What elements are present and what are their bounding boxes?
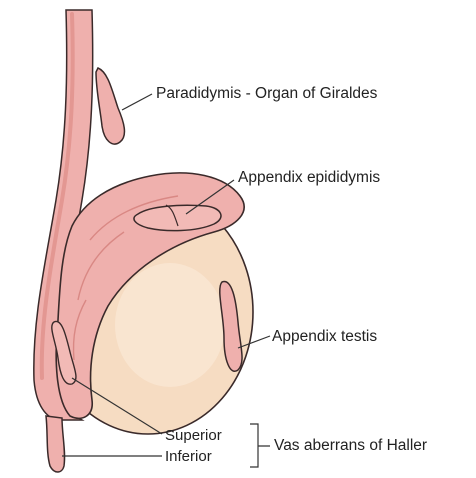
vas-aberrans-bracket <box>250 424 270 467</box>
label-inferior: Inferior <box>165 449 212 464</box>
leader-paradidymis <box>122 94 152 110</box>
paradidymis-shape <box>96 68 124 144</box>
label-paradidymis: Paradidymis - Organ of Giraldes <box>156 86 377 102</box>
label-appendix-testis: Appendix testis <box>272 329 377 345</box>
vas-aberrans-inferior-shape <box>46 416 65 472</box>
label-appendix-epididymis: Appendix epididymis <box>238 170 380 186</box>
testis-highlight <box>115 263 225 387</box>
label-superior: Superior <box>165 428 222 443</box>
label-vas-aberrans: Vas aberrans of Haller <box>274 438 427 454</box>
